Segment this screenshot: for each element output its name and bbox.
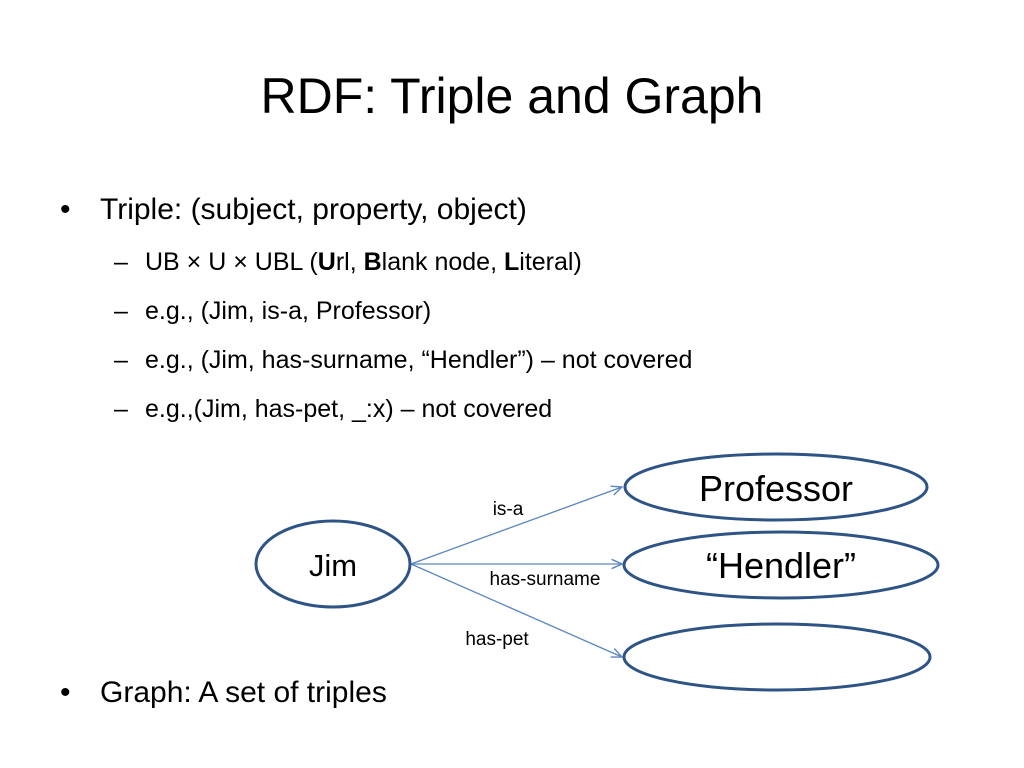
- sub-bullet-text: e.g., (Jim, is-a, Professor): [145, 297, 432, 325]
- bullet-text: Graph: A set of triples: [100, 676, 387, 709]
- node-jim-label: Jim: [309, 548, 357, 583]
- node-jim: [254, 519, 412, 609]
- bullet-marker: •: [60, 676, 71, 709]
- sub-bullet-marker: –: [114, 248, 128, 276]
- bullet-text: Triple: (subject, property, object): [100, 193, 527, 226]
- slide-title: RDF: Triple and Graph: [260, 68, 764, 124]
- edge-is-a-arrow: [410, 487, 622, 565]
- sub-bullet-text: e.g.,(Jim, has-pet, _:x) – not covered: [145, 395, 553, 423]
- text-part: lank node,: [381, 248, 504, 276]
- bullet-marker: •: [60, 193, 71, 226]
- bold-letter-l: L: [503, 248, 520, 276]
- edge-has-pet-arrow: [410, 563, 622, 657]
- edge-has-surname-label: has-surname: [490, 569, 601, 590]
- node-blank: [622, 622, 932, 692]
- node-professor: [623, 452, 929, 522]
- text-part: iteral): [519, 248, 582, 276]
- edge-has-pet-label: has-pet: [465, 629, 529, 650]
- text-part: UB × U × UBL (: [145, 248, 318, 276]
- bold-letter-b: B: [363, 248, 382, 276]
- text-part: rl,: [335, 248, 364, 276]
- sub-bullet-text: UB × U × UBL (Url, Blank node, Literal): [145, 247, 582, 277]
- sub-bullet-text: e.g., (Jim, has-surname, “Hendler”) – no…: [145, 346, 693, 374]
- node-hendler-label: “Hendler”: [706, 545, 856, 586]
- sub-bullet-marker: –: [114, 346, 128, 374]
- sub-bullet-marker: –: [114, 297, 128, 325]
- bold-letter-u: U: [317, 248, 336, 276]
- node-professor-label: Professor: [699, 468, 853, 509]
- sub-bullet-marker: –: [114, 395, 128, 423]
- edge-is-a-label: is-a: [493, 499, 524, 520]
- node-hendler: [622, 530, 940, 600]
